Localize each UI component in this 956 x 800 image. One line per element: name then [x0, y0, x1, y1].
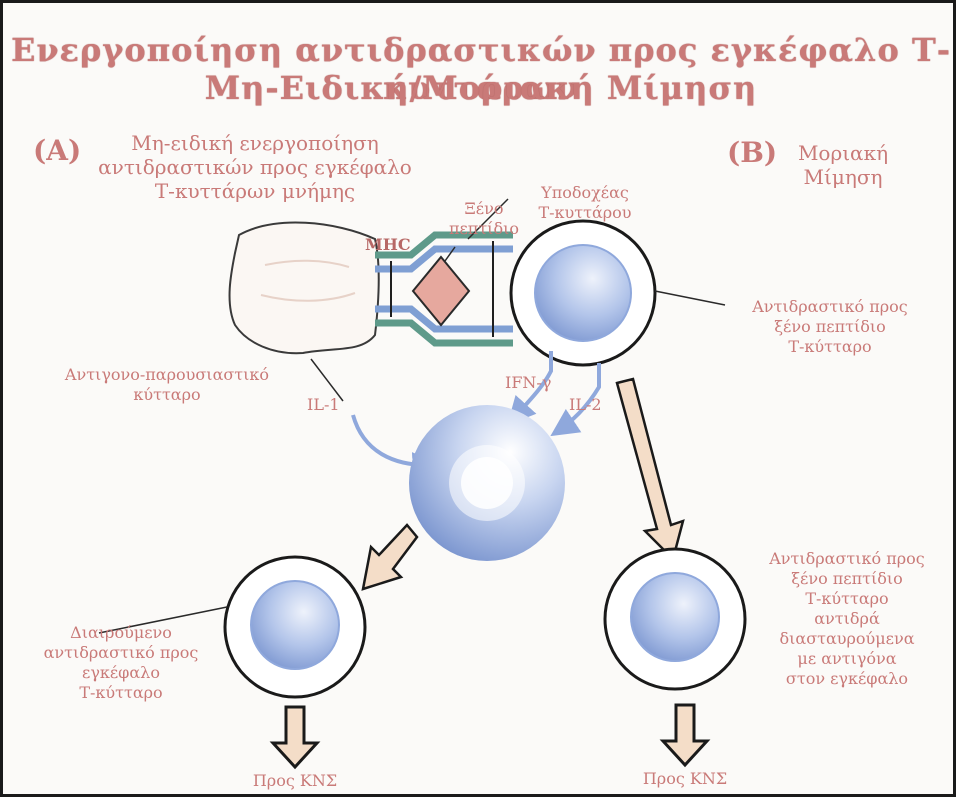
- cross-reactive-label-line-5: διασταυρούμενα: [747, 629, 947, 649]
- panel-a-heading-line-3: Τ-κυττάρων μνήμης: [75, 179, 435, 203]
- reactive-foreign-label: Αντιδραστικό προς ξένο πεπτίδιο Τ-κύτταρ…: [715, 297, 945, 357]
- panel-b-heading-line-1: Μοριακή: [783, 141, 903, 165]
- cross-reactive-label-line-2: ξένο πεπτίδιο: [747, 569, 947, 589]
- antigen-presenting-cell: [230, 223, 379, 354]
- apc-label-line-1: Αντιγονο-παρουσιαστικό: [17, 365, 317, 385]
- cross-reactive-label-line-7: στον εγκέφαλο: [747, 669, 947, 689]
- mhc-label: MHC: [365, 235, 411, 255]
- panel-a-heading-line-1: Μη-ειδική ενεργοποίηση: [75, 131, 435, 155]
- dividing-cell-label-line-2: αντιδραστικό προς: [21, 643, 221, 663]
- hollow-arrow-right: [617, 379, 683, 559]
- reactive-foreign-label-line-2: ξένο πεπτίδιο: [715, 317, 945, 337]
- panel-b-heading: Μοριακή Μίμηση: [783, 141, 903, 189]
- dividing-cell-label-line-3: εγκέφαλο: [21, 663, 221, 683]
- title-line-2: Μη-Ειδική/Μοριακή Μίμηση: [3, 69, 956, 107]
- dividing-cell-label: Διαιρούμενο αντιδραστικό προς εγκέφαλο Τ…: [21, 623, 221, 703]
- cross-reactive-label-line-4: αντιδρά: [747, 609, 947, 629]
- ifn-label: IFN-γ: [505, 373, 551, 393]
- il1-label: IL-1: [307, 395, 340, 415]
- panel-a-marker: (A): [33, 139, 81, 163]
- dividing-cell-label-line-1: Διαιρούμενο: [21, 623, 221, 643]
- foreign-peptide-label-line-2: πεπτίδιο: [429, 219, 539, 239]
- reactive-foreign-label-line-1: Αντιδραστικό προς: [715, 297, 945, 317]
- dividing-t-cell: [225, 557, 365, 697]
- apc-label-line-2: κύτταρο: [17, 385, 317, 405]
- panel-b-heading-line-2: Μίμηση: [783, 165, 903, 189]
- panel-a-heading-line-2: αντιδραστικών προς εγκέφαλο: [75, 155, 435, 179]
- cross-reactive-label-line-3: Τ-κύτταρο: [747, 589, 947, 609]
- activated-t-cell: [409, 405, 565, 561]
- arrow-to-cns-right: [663, 705, 707, 765]
- cross-reactive-label-line-1: Αντιδραστικό προς: [747, 549, 947, 569]
- reactive-foreign-label-line-3: Τ-κύτταρο: [715, 337, 945, 357]
- to-cns-right-label: Προς ΚΝΣ: [629, 769, 741, 789]
- to-cns-left-label: Προς ΚΝΣ: [239, 771, 351, 791]
- apc-label: Αντιγονο-παρουσιαστικό κύτταρο: [17, 365, 317, 405]
- hollow-arrow-left: [363, 525, 417, 589]
- arrow-to-cns-left: [273, 707, 317, 767]
- panel-b-marker: (B): [727, 141, 777, 165]
- foreign-peptide-label-line-1: Ξένο: [429, 199, 539, 219]
- dividing-cell-label-line-4: Τ-κύτταρο: [21, 683, 221, 703]
- cross-reactive-t-cell: [605, 549, 745, 689]
- reactive-t-cell-top: [511, 221, 655, 365]
- il2-label: IL-2: [569, 395, 602, 415]
- cross-reactive-label: Αντιδραστικό προς ξένο πεπτίδιο Τ-κύτταρ…: [747, 549, 947, 689]
- panel-a-heading: Μη-ειδική ενεργοποίηση αντιδραστικών προ…: [75, 131, 435, 203]
- foreign-peptide-label: Ξένο πεπτίδιο: [429, 199, 539, 239]
- cross-reactive-label-line-6: με αντιγόνα: [747, 649, 947, 669]
